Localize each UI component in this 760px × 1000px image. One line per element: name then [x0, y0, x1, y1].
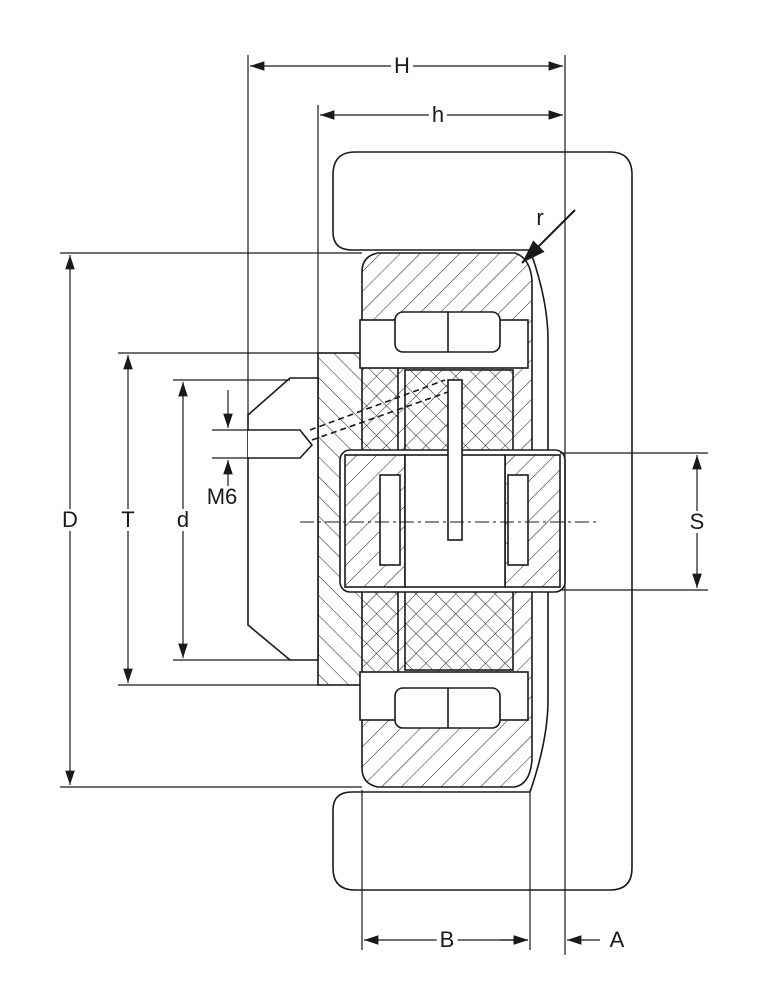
label-D: D: [59, 509, 81, 531]
label-T: T: [118, 509, 138, 531]
thread-boss: [247, 377, 319, 661]
label-r: r: [536, 205, 544, 230]
label-h: h: [428, 104, 448, 126]
label-d: d: [173, 509, 193, 531]
label-S: S: [686, 511, 708, 533]
label-A: A: [606, 929, 628, 951]
label-thread-M6: M6: [203, 486, 241, 508]
label-H: H: [391, 55, 413, 77]
label-B: B: [436, 929, 458, 951]
